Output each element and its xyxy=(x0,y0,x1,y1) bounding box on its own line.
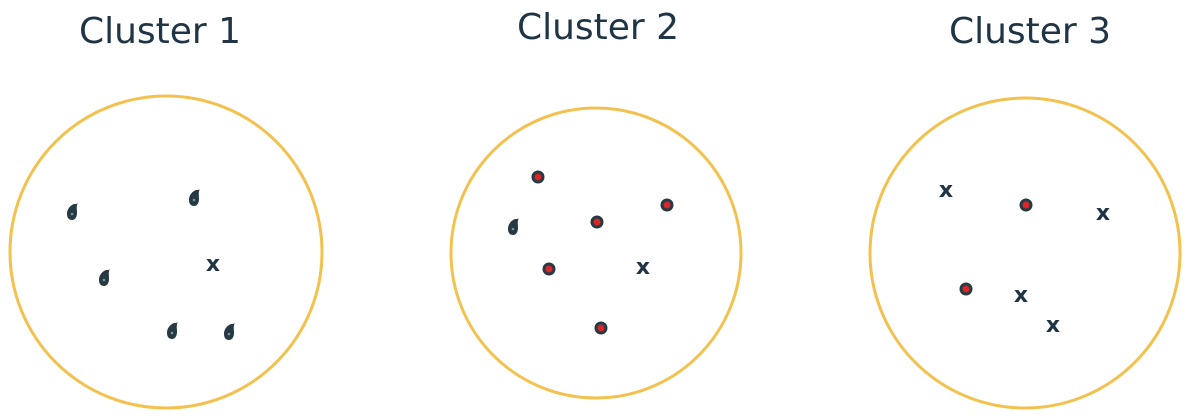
x-marker: x xyxy=(1096,201,1110,226)
drop-marker xyxy=(99,269,110,286)
drop-marker xyxy=(224,323,235,340)
dot-marker xyxy=(590,215,604,229)
cluster-1-markers: x xyxy=(67,189,235,340)
dot-marker xyxy=(594,321,608,335)
x-marker: x xyxy=(1046,313,1060,338)
dot-marker xyxy=(959,282,973,296)
cluster-3-markers: x x x x xyxy=(939,178,1110,338)
cluster-2-title: Cluster 2 xyxy=(516,7,680,48)
cluster-2-markers: x xyxy=(508,170,674,335)
dot-marker xyxy=(660,198,674,212)
cluster-3-circle xyxy=(868,96,1182,410)
x-marker: x xyxy=(939,178,953,203)
dot-marker xyxy=(1019,198,1033,212)
cluster-2-circle xyxy=(449,106,743,400)
x-marker: x xyxy=(1014,283,1028,308)
x-marker: x xyxy=(206,252,220,277)
cluster-1-title: Cluster 1 xyxy=(78,11,242,52)
dot-marker xyxy=(542,262,556,276)
drop-marker xyxy=(189,189,200,206)
drop-marker xyxy=(508,218,519,235)
drop-marker xyxy=(67,203,78,220)
drop-marker xyxy=(167,322,178,339)
cluster-1-circle xyxy=(8,94,324,410)
cluster-3-title: Cluster 3 xyxy=(948,11,1112,52)
x-marker: x xyxy=(636,255,650,280)
dot-marker xyxy=(531,170,545,184)
